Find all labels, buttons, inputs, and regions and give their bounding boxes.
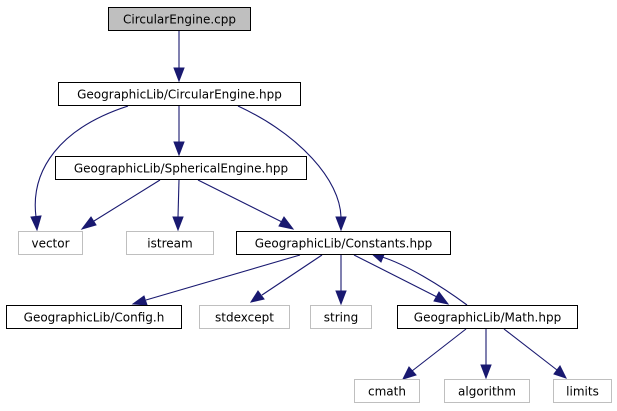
node-stdexcept: stdexcept <box>199 305 290 329</box>
node-circular-engine-cpp[interactable]: CircularEngine.cpp <box>108 7 251 31</box>
node-label: GeographicLib/Config.h <box>24 311 165 325</box>
node-box <box>18 231 83 255</box>
edge-circular-engine-hpp-to-vector <box>30 105 129 232</box>
edge-arrowhead <box>433 291 450 305</box>
node-label: GeographicLib/SphericalEngine.hpp <box>74 162 288 176</box>
node-istream: istream <box>126 231 214 255</box>
node-box <box>553 379 612 403</box>
edge-spherical-engine-hpp-to-constants-hpp <box>197 179 295 230</box>
edge-arrowhead <box>80 216 97 230</box>
node-box <box>58 82 301 106</box>
edge-constants-hpp-to-string <box>335 255 347 306</box>
edge-constants-hpp-to-stdexcept <box>249 254 323 303</box>
node-algorithm: algorithm <box>444 379 530 403</box>
edge-spherical-engine-hpp-to-vector <box>80 179 161 230</box>
edge-line <box>503 328 558 371</box>
node-box <box>108 7 251 31</box>
node-label: GeographicLib/CircularEngine.hpp <box>77 88 282 102</box>
edge-spherical-engine-hpp-to-istream <box>172 179 184 232</box>
node-label: cmath <box>368 385 406 399</box>
edge-math-hpp-to-cmath <box>402 328 467 380</box>
node-box <box>55 156 307 180</box>
edge-line <box>353 254 438 298</box>
node-constants-hpp[interactable]: GeographicLib/Constants.hpp <box>236 231 451 255</box>
node-label: GeographicLib/Constants.hpp <box>255 237 433 251</box>
node-box <box>397 305 578 329</box>
edge-arrowhead <box>173 67 185 83</box>
node-box <box>354 379 420 403</box>
edge-arrowhead <box>553 365 567 379</box>
node-limits: limits <box>553 379 612 403</box>
edge-line <box>237 105 342 218</box>
node-config-h[interactable]: GeographicLib/Config.h <box>6 305 182 329</box>
edge-arrowhead <box>249 290 265 303</box>
node-spherical-engine-hpp[interactable]: GeographicLib/SphericalEngine.hpp <box>55 156 307 180</box>
edge-arrowhead <box>278 216 295 230</box>
node-box <box>236 231 451 255</box>
edge-constants-hpp-to-config-h <box>131 254 301 306</box>
edge-math-hpp-to-limits <box>503 328 567 379</box>
node-label: string <box>324 311 358 325</box>
edge-line <box>145 254 301 301</box>
node-label: GeographicLib/Math.hpp <box>414 311 561 325</box>
node-box <box>444 379 530 403</box>
node-label: vector <box>31 237 69 251</box>
node-string: string <box>310 305 372 329</box>
edge-line <box>93 179 161 222</box>
edge-circular-engine-hpp-to-spherical-engine-hpp <box>173 106 185 157</box>
node-label: stdexcept <box>215 311 274 325</box>
node-vector: vector <box>18 231 83 255</box>
nodes-layer: CircularEngine.cppGeographicLib/Circular… <box>6 7 612 403</box>
edge-circular-engine-hpp-to-constants-hpp <box>237 105 347 232</box>
edge-line <box>261 254 323 296</box>
node-label: istream <box>147 237 192 251</box>
edge-arrowhead <box>131 295 148 306</box>
edge-arrowhead <box>30 215 42 232</box>
edges-layer <box>30 31 567 380</box>
edge-arrowhead <box>402 366 417 380</box>
node-cmath: cmath <box>354 379 420 403</box>
edge-arrowhead <box>172 216 184 232</box>
edge-line <box>197 179 283 223</box>
edge-arrowhead <box>173 141 185 157</box>
edge-math-hpp-to-constants-hpp <box>369 251 468 306</box>
node-box <box>199 305 290 329</box>
edge-line <box>177 179 180 218</box>
edge-circular-engine-cpp-to-circular-engine-hpp <box>173 31 185 83</box>
edge-arrowhead <box>335 290 347 306</box>
node-label: algorithm <box>458 385 516 399</box>
edge-constants-hpp-to-math-hpp <box>353 254 450 305</box>
edge-line <box>34 105 129 218</box>
edge-line <box>411 328 467 372</box>
node-label: limits <box>566 385 599 399</box>
node-box <box>126 231 214 255</box>
edge-math-hpp-to-algorithm <box>480 329 492 380</box>
node-box <box>310 305 372 329</box>
node-label: CircularEngine.cpp <box>123 13 236 27</box>
edge-line <box>381 256 468 306</box>
node-box <box>6 305 182 329</box>
node-math-hpp[interactable]: GeographicLib/Math.hpp <box>397 305 578 329</box>
node-circular-engine-hpp[interactable]: GeographicLib/CircularEngine.hpp <box>58 82 301 106</box>
edge-arrowhead <box>480 364 492 380</box>
edge-arrowhead <box>335 216 347 232</box>
